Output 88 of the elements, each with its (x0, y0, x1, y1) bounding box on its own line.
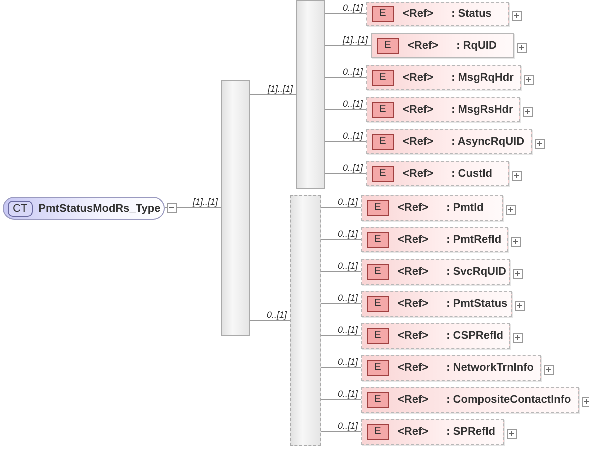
cardinality-label: 0..[1] (338, 261, 358, 271)
ref-label: <Ref> (403, 72, 434, 84)
element-box (366, 97, 520, 122)
element-box (366, 129, 532, 154)
connector (250, 94, 296, 95)
ref-label: <Ref> (403, 136, 434, 148)
cardinality-label: 0..[1] (338, 357, 358, 367)
ref-label: <Ref> (398, 362, 429, 374)
ref-label: <Ref> (403, 104, 434, 116)
element-name: : SPRefId (446, 426, 496, 438)
element-box (361, 291, 512, 317)
connector (324, 141, 366, 142)
ref-label: <Ref> (398, 234, 429, 246)
cardinality-label: 0..[1] (342, 130, 363, 140)
element-badge: E (367, 232, 389, 248)
element-name: : Status (452, 8, 492, 20)
sequence-bar (290, 195, 321, 446)
element-badge: E (367, 360, 389, 376)
cardinality-label: 0..[1] (338, 197, 358, 207)
element-name: : PmtId (446, 202, 484, 214)
element-box (361, 323, 510, 349)
element-box (361, 227, 508, 252)
element-box (361, 259, 510, 285)
cardinality-label: 0..[1] (342, 98, 363, 108)
element-name: : CSPRefId (446, 330, 504, 342)
sequence-bar (296, 0, 325, 189)
type-name: PmtStatusModRs_Type (38, 202, 161, 214)
element-badge: E (367, 200, 389, 216)
element-name: : NetworkTrnInfo (446, 362, 534, 374)
cardinality-label: 0..[1] (338, 325, 358, 335)
element-box (361, 387, 579, 413)
ref-label: <Ref> (398, 394, 429, 406)
element-name: : AsyncRqUID (452, 136, 525, 148)
ref-label: <Ref> (403, 168, 434, 180)
element-badge: E (367, 424, 389, 440)
cardinality-label: 0..[1] (338, 293, 358, 303)
connector (320, 239, 362, 240)
element-name: : CustId (452, 168, 493, 180)
element-badge: E (372, 6, 394, 22)
element-name: : MsgRsHdr (452, 104, 514, 116)
element-name: : PmtRefId (446, 234, 502, 246)
element-box (361, 195, 503, 221)
connector (324, 173, 366, 174)
element-badge: E (372, 102, 394, 118)
element-name: : PmtStatus (446, 298, 508, 310)
cardinality-label: 0..[1] (338, 421, 358, 431)
ref-label: <Ref> (398, 266, 429, 278)
element-box (366, 2, 509, 26)
element-box (361, 419, 504, 445)
ref-label: <Ref> (403, 8, 434, 20)
cardinality-label: [1]..[1] (192, 197, 218, 207)
element-name: : RqUID (456, 40, 497, 52)
element-box (366, 65, 521, 90)
complex-type-box (3, 197, 165, 220)
cardinality-label: [1]..[1] (342, 34, 368, 44)
type-badge: CT (8, 200, 33, 216)
connector (250, 320, 290, 321)
sequence-bar (221, 80, 250, 336)
element-name: : MsgRqHdr (452, 72, 514, 84)
element-name: : SvcRqUID (446, 266, 506, 278)
element-badge: E (372, 166, 394, 182)
element-badge: E (372, 134, 394, 150)
element-badge: E (367, 328, 389, 344)
element-name: : CompositeContactInfo (446, 394, 572, 406)
element-badge: E (367, 264, 389, 280)
cardinality-label: 0..[1] (342, 3, 363, 13)
connector (324, 77, 366, 78)
ref-label: <Ref> (398, 298, 429, 310)
connector (164, 203, 222, 213)
element-box (366, 161, 509, 186)
ref-label: <Ref> (398, 330, 429, 342)
cardinality-label: 0..[1] (342, 66, 363, 76)
cardinality-label: 0..[1] (338, 228, 358, 238)
connector (324, 45, 372, 46)
element-box (371, 33, 514, 58)
cardinality-label: 0..[1] (338, 389, 358, 399)
element-box (361, 355, 541, 381)
cardinality-label: 0..[1] (342, 162, 363, 172)
ref-label: <Ref> (408, 40, 439, 52)
cardinality-label: 0..[1] (266, 310, 287, 320)
element-badge: E (372, 70, 394, 86)
element-badge: E (377, 38, 399, 54)
element-badge: E (367, 296, 389, 312)
cardinality-label: [1]..[1] (268, 84, 293, 94)
ref-label: <Ref> (398, 202, 429, 214)
ref-label: <Ref> (398, 426, 429, 438)
connector (324, 109, 366, 110)
element-badge: E (367, 392, 389, 408)
